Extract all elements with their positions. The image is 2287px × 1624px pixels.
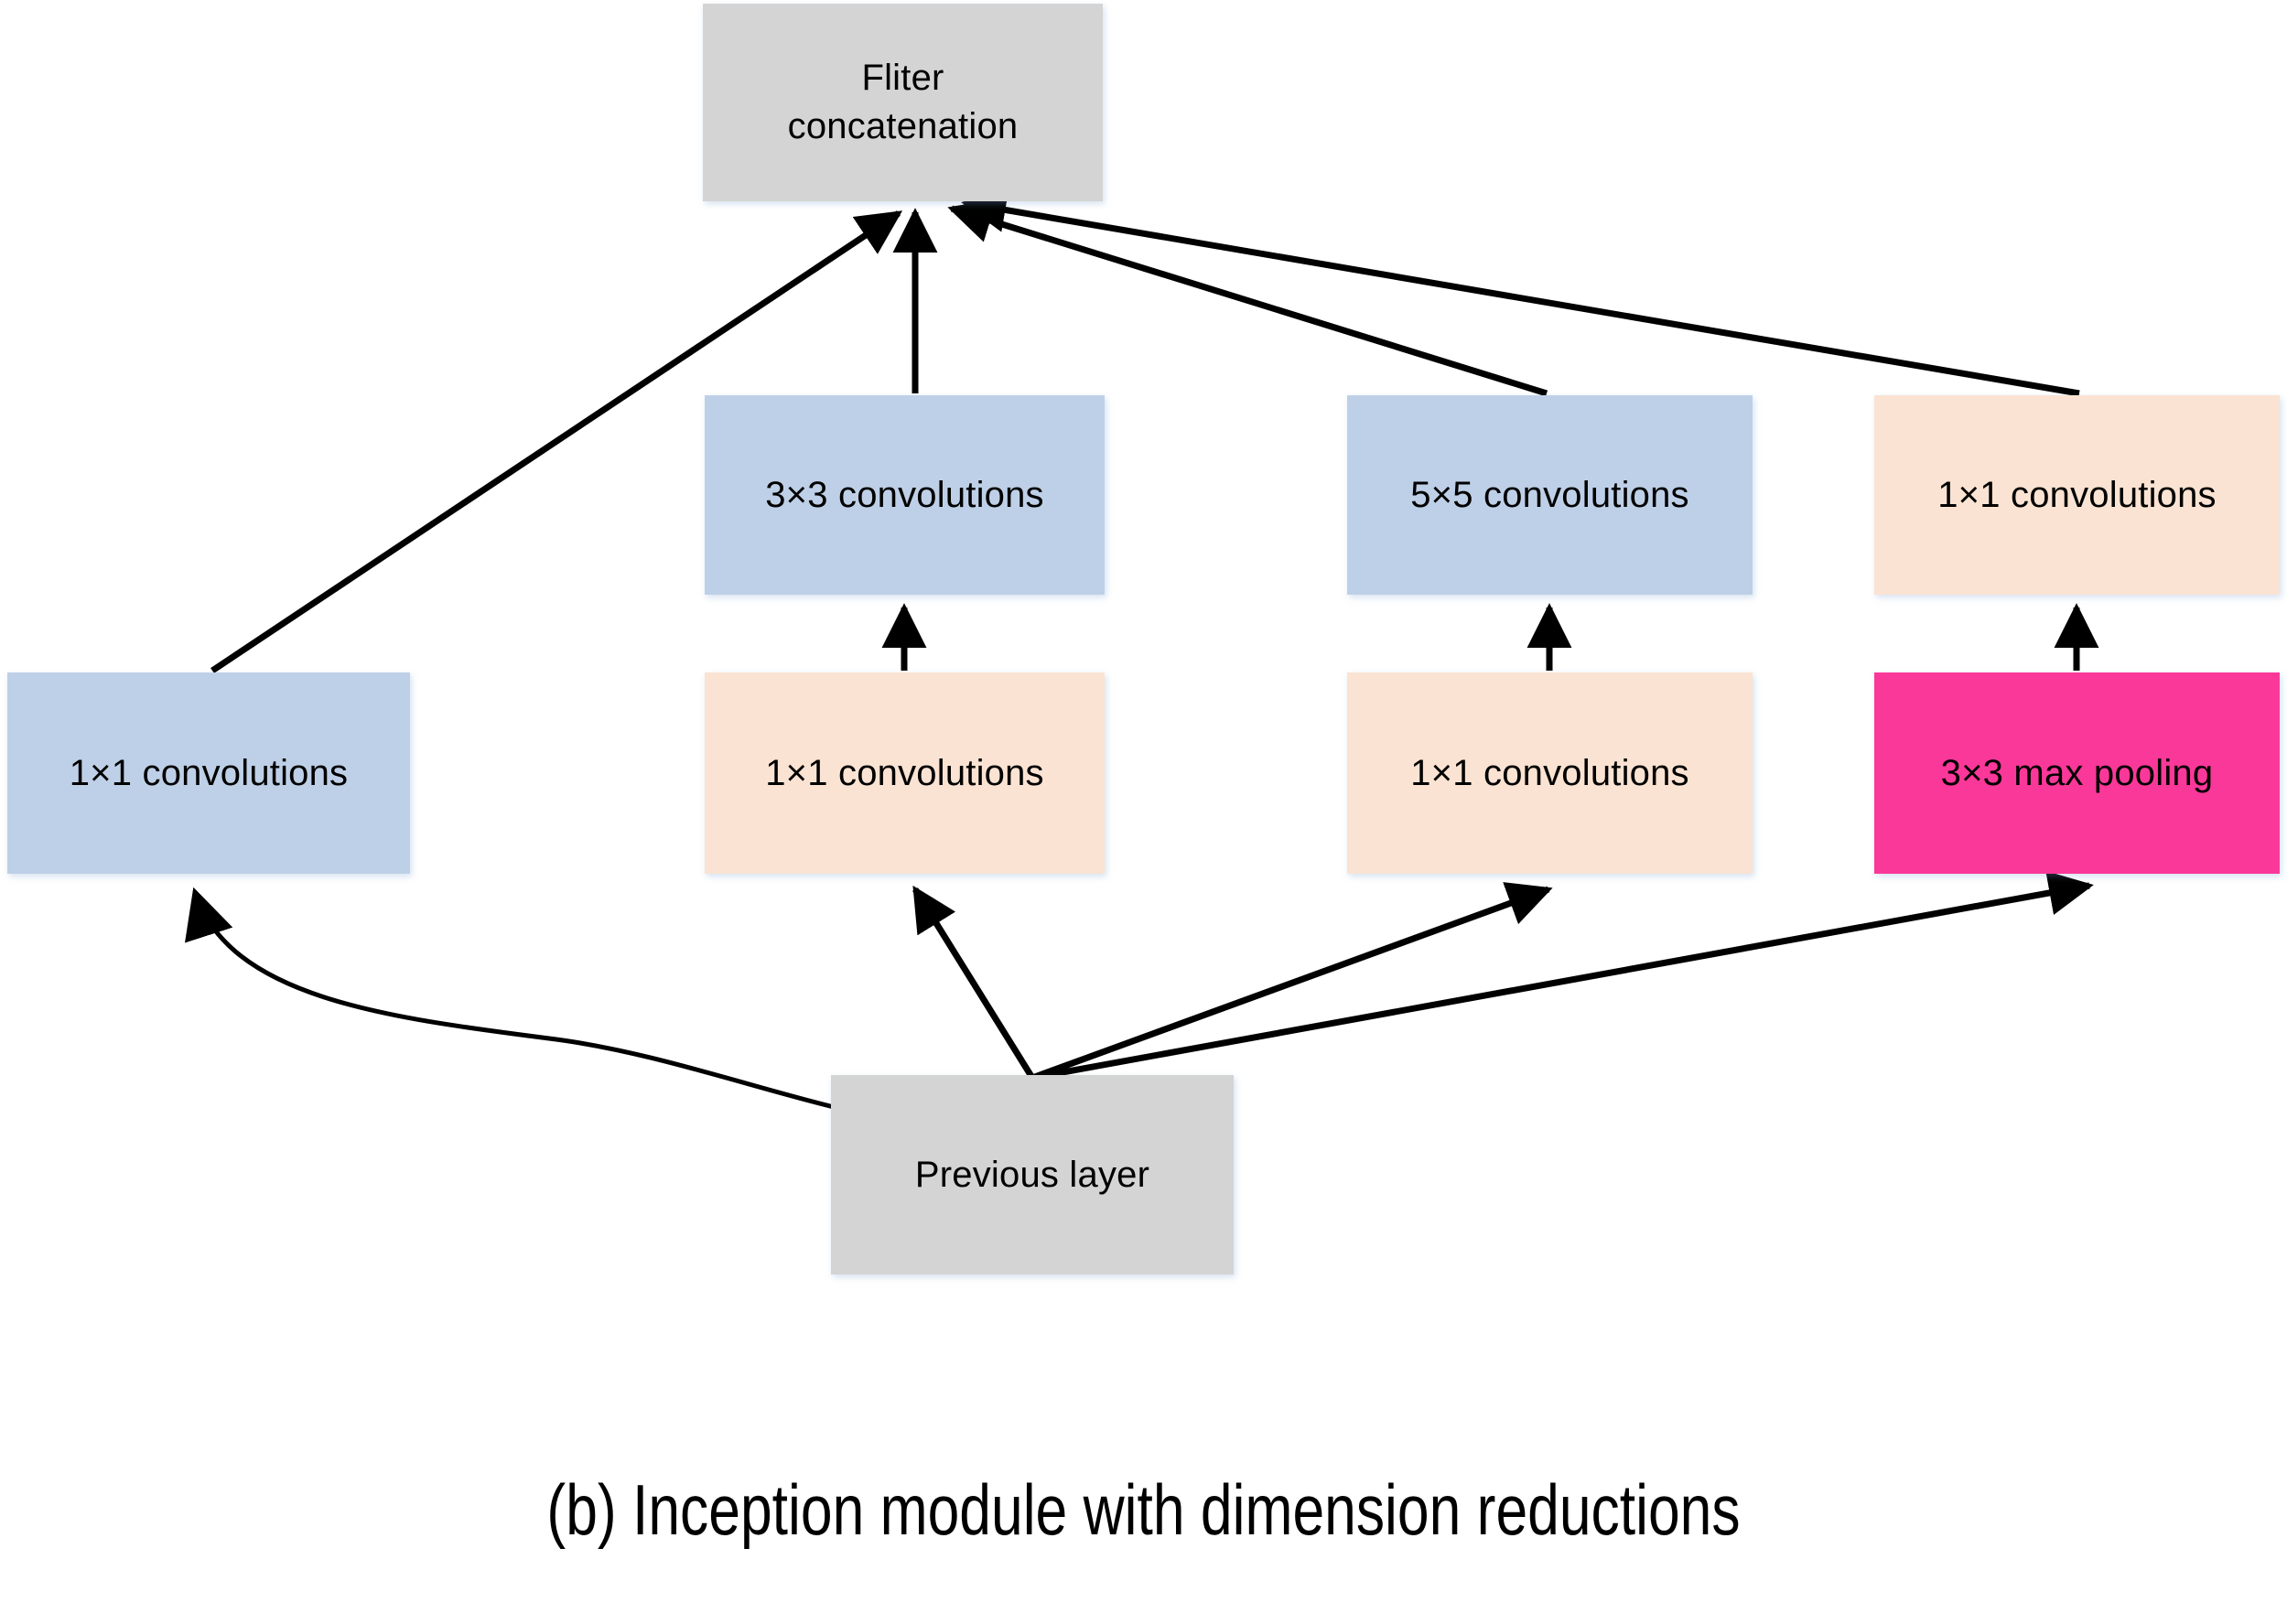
edge-prev-to-1x1-reduce-5x5	[1030, 882, 1553, 1081]
node-conv-1x1-direct-label: 1×1 convolutions	[69, 752, 349, 793]
node-filter-concatenation[interactable]: Fliter concatenation	[703, 4, 1103, 201]
node-maxpool-3x3[interactable]: 3×3 max pooling	[1874, 672, 2280, 874]
node-maxpool-3x3-label: 3×3 max pooling	[1940, 752, 2214, 793]
node-conv-1x1-direct[interactable]: 1×1 convolutions	[7, 672, 410, 874]
node-conv-1x1-reduce-3x3-label: 1×1 convolutions	[765, 752, 1044, 793]
node-conv-3x3-label: 3×3 convolutions	[765, 474, 1044, 515]
node-previous-layer[interactable]: Previous layer	[831, 1075, 1234, 1274]
node-conv-1x1-pool-branch-label: 1×1 convolutions	[1937, 474, 2217, 515]
node-conv-3x3[interactable]: 3×3 convolutions	[705, 395, 1105, 595]
node-conv-5x5[interactable]: 5×5 convolutions	[1347, 395, 1753, 595]
node-conv-5x5-label: 5×5 convolutions	[1410, 474, 1689, 515]
edge-conv-5x5-to-concat	[947, 199, 1548, 397]
edge-prev-to-maxpool	[1031, 870, 2094, 1081]
edge-1x1-pool-branch-to-concat	[961, 188, 2080, 397]
node-conv-1x1-reduce-5x5-label: 1×1 convolutions	[1410, 752, 1689, 793]
node-conv-1x1-reduce-5x5[interactable]: 1×1 convolutions	[1347, 672, 1753, 874]
node-conv-1x1-pool-branch[interactable]: 1×1 convolutions	[1874, 395, 2280, 595]
node-filter-concatenation-label: Fliter concatenation	[787, 58, 1019, 146]
figure-caption: (b) Inception module with dimension redu…	[546, 1469, 1741, 1550]
edge-prev-to-1x1-reduce-3x3	[912, 885, 1035, 1080]
node-conv-1x1-reduce-3x3[interactable]: 1×1 convolutions	[705, 672, 1105, 874]
node-previous-layer-label: Previous layer	[914, 1154, 1150, 1195]
